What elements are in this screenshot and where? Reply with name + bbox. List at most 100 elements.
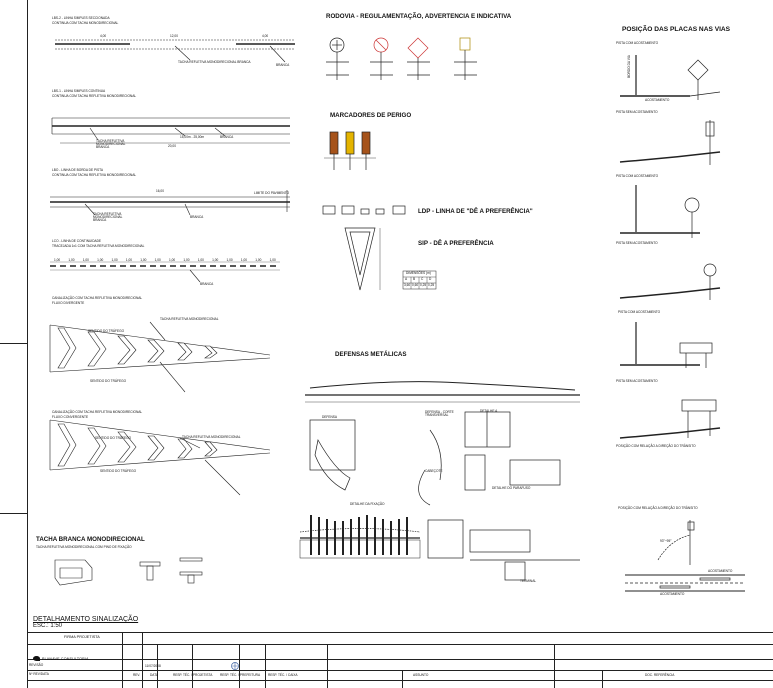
sec4-title: LCO - LINHA DE CONTINUIDADE xyxy=(52,239,102,243)
placas-title: POSIÇÃO DAS PLACAS NAS VIAS xyxy=(622,26,731,33)
sec1-dim: 12,00 xyxy=(170,34,178,38)
sec3-label: BRANCA xyxy=(190,215,204,219)
guard-label: CABEÇOTE xyxy=(425,469,443,473)
sec4-subtitle: TRACEJADA 1x1 COM TACHA REFLETIVA MONODI… xyxy=(52,244,145,248)
sec2-label: BRANCA xyxy=(220,135,234,139)
sec1-dim: 4,00 xyxy=(100,34,107,38)
sec5-title: CANALIZAÇÃO COM TACHA REFLETIVA MONODIRE… xyxy=(52,296,143,300)
panel-label: PISTA SEM ACOSTAMENTO xyxy=(616,241,658,245)
dim-value: 3,60 xyxy=(404,283,411,287)
dim-table-title: DIMENSÕES (m) xyxy=(406,271,431,275)
tb-col-label: DOC. REFERÊNCIA xyxy=(645,673,675,677)
planave-logo-icon xyxy=(33,656,40,661)
tb-col-label: RESP. TÉC. / PROJETISTA xyxy=(173,673,213,677)
tb-col-label: REV. xyxy=(133,673,141,677)
seal-icon xyxy=(231,662,239,670)
company-name: PLANAVE CONSULTORIA xyxy=(42,656,89,661)
panel-label: PISTA COM ACOSTAMENTO xyxy=(618,310,661,314)
left-margin-mark xyxy=(0,513,27,514)
tacha-subtitle: TACHA REFLETIVA MONODIRECIONAL COM PINO … xyxy=(36,545,132,549)
tb-col-label: RESP. TÉC. / PREFEITURA xyxy=(220,673,261,677)
sec4-dim: 1,00 xyxy=(226,258,233,262)
sec6-label: TACHA REFLETIVA MONODIRECIONAL xyxy=(182,435,241,439)
dim-value: 0,25 xyxy=(420,283,427,287)
guard-label: DEFENSA - CORTE TRANSVERSAL xyxy=(425,410,454,418)
sec4-dim: 1,00 xyxy=(140,258,147,262)
sec6-traffic-label: SENTIDO DO TRÁFEGO xyxy=(95,436,132,440)
position-label: POSIÇÃO COM RELAÇÃO A DIREÇÃO DO TRÂNSIT… xyxy=(618,506,698,510)
sec6-subtitle: FLUXO CONVERGENTE xyxy=(52,415,89,419)
tacha-title: TACHA BRANCA MONODIRECIONAL xyxy=(36,536,145,543)
sec4-dim: 1,00 xyxy=(111,258,118,262)
dim-header: D xyxy=(429,277,432,281)
guard-label: DETALHE DO PARAFUSO xyxy=(492,486,531,490)
hazard-section-title: MARCADORES DE PERIGO xyxy=(330,112,412,119)
dim-value: 0,60 xyxy=(412,283,419,287)
guard-label: DEFENSA xyxy=(322,415,338,419)
sec5-label: TACHA REFLETIVA MONODIRECIONAL xyxy=(160,317,219,321)
sec4-dim: 1,00 xyxy=(68,258,75,262)
panel-label: PISTA COM ACOSTAMENTO xyxy=(616,174,659,178)
detail-scale: ESC.: 1:50 xyxy=(33,623,63,629)
sec4-dim: 1,00 xyxy=(197,258,204,262)
guard-section-title: DEFENSAS METÁLICAS xyxy=(335,351,407,358)
sec5-traffic-label: SENTIDO DO TRÁFEGO xyxy=(88,329,125,333)
sip-title: SIP - DÊ A PREFERÊNCIA xyxy=(418,240,494,247)
sec4-dims: 1,00 1,00 1,00 1,00 1,00 1,00 1,00 1,00 … xyxy=(54,258,276,262)
ldp-title: LDP - LINHA DE "DÊ A PREFERÊNCIA" xyxy=(418,208,533,215)
sec1-label: TACHA REFLETIVA MONODIRECIONAL BRANCA xyxy=(178,60,251,64)
firma-label: FIRMA PROJETISTA xyxy=(64,635,100,639)
acostamento-label: ACOSTAMENTO xyxy=(708,569,733,573)
dim-header: C xyxy=(421,277,424,281)
sec4-dim: 1,00 xyxy=(212,258,219,262)
sec5-traffic-label: SENTIDO DO TRÁFEGO xyxy=(90,379,127,383)
sec2-subtitle: CONTINUA COM TACHA REFLETIVA MONODIRECIO… xyxy=(52,94,137,98)
sec3-label: LIMITE DO PAVIMENTO xyxy=(254,191,290,195)
panel-label: PISTA COM ACOSTAMENTO xyxy=(616,41,659,45)
sec6-traffic-label: SENTIDO DO TRÁFEGO xyxy=(100,469,137,473)
sec2-label: TACHA REFLETIVA MONODIRECIONAL BRANCA xyxy=(96,139,126,150)
sec6-title: CANALIZAÇÃO COM TACHA REFLETIVA MONODIRE… xyxy=(52,410,143,414)
tb-col-label: ASSUNTO xyxy=(413,673,429,677)
tb-col-label: DATA xyxy=(150,673,159,677)
panel-label: PISTA SEM ACOSTAMENTO xyxy=(616,110,658,114)
sec4-label: BRANCA xyxy=(200,282,214,286)
sec3-label: TACHA REFLETIVA MONODIRECIONAL BRANCA xyxy=(93,212,123,223)
guard-label: DETALHE A xyxy=(480,409,498,413)
sign-section-title: RODOVIA - REGULAMENTAÇÃO, ADVERTENCIA E … xyxy=(326,13,512,20)
acostamento-label: ACOSTAMENTO xyxy=(660,592,685,596)
sec4-dim: 1,00 xyxy=(82,258,89,262)
sec4-dim: 1,00 xyxy=(54,258,61,262)
left-margin-mark xyxy=(0,343,27,344)
sec4-dim: 1,00 xyxy=(125,258,133,262)
company-logo: PLANAVE CONSULTORIA xyxy=(33,656,89,661)
sec4-dim: 1,00 xyxy=(240,258,248,262)
rev-left-label: REVISÃO xyxy=(29,663,44,667)
sec5-subtitle: FLUXO DIVERGENTE xyxy=(52,301,85,305)
dim-header: A xyxy=(405,277,408,281)
sec4-dim: 1,00 xyxy=(97,258,104,262)
sec2-dim: 20,00 xyxy=(168,144,176,148)
sec1-title: LBS-2 - LINHA SIMPLES SECCIONADA xyxy=(52,16,110,20)
doc-date: 11/07/2008 xyxy=(145,664,161,668)
sec4-dim: 1,00 xyxy=(169,258,176,262)
sec4-dim: 1,00 xyxy=(183,258,190,262)
sec4-dim: 1,00 xyxy=(154,258,161,262)
sec4-dim: 1,00 xyxy=(269,258,276,262)
sheet-frame xyxy=(27,0,773,688)
dim-value: 0,25 xyxy=(428,283,435,287)
sec1-subtitle: CONTINUA COM TACHA MONODIRECIONAL xyxy=(52,21,119,25)
rev-left-label: Nº REV/DATA xyxy=(29,672,49,676)
acostamento-label: ACOSTAMENTO xyxy=(645,98,670,102)
detail-title: DETALHAMENTO SINALIZAÇÃO xyxy=(33,616,139,623)
sec2-label: 15,00m - 25,00m xyxy=(180,135,205,139)
sec1-label: BRANCA xyxy=(276,63,290,67)
panel-label: PISTA SEM ACOSTAMENTO xyxy=(616,379,658,383)
sec2-title: LBS-1 - LINHA SIMPLES CONTINUA xyxy=(52,89,106,93)
tb-col-label: RESP. TÉC. / CAIXA xyxy=(268,673,298,677)
position-label: POSIÇÃO COM RELAÇÃO A DIREÇÃO DO TRÂNSIT… xyxy=(616,444,696,448)
